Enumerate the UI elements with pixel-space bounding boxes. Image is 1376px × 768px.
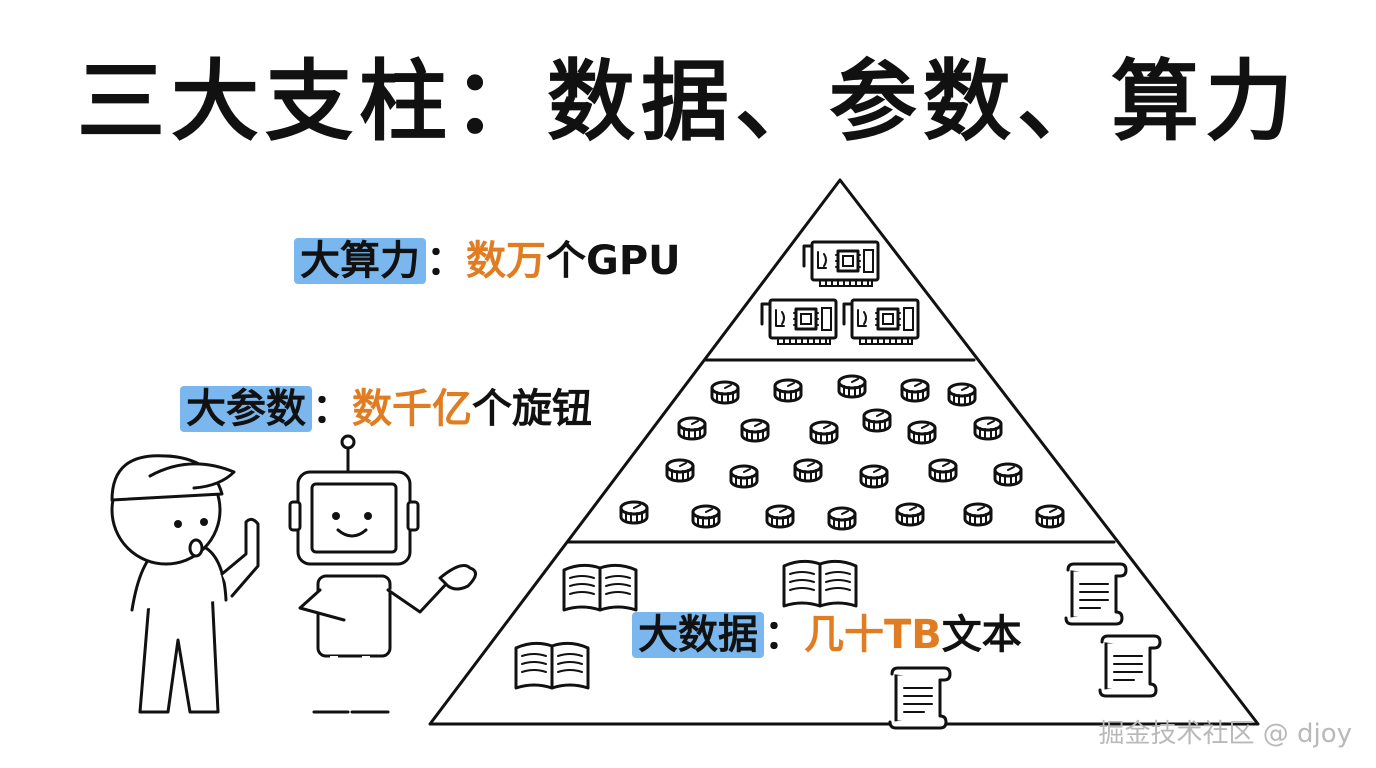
knob-icon [827, 506, 857, 531]
params-tier-label: 大参数：数千亿个旋钮 [180, 384, 592, 434]
knob-icon [665, 458, 695, 483]
knob-icon [993, 462, 1023, 487]
data-rest: 文本 [941, 612, 1022, 658]
data-colon: ： [764, 612, 804, 658]
person-icon [110, 454, 260, 714]
compute-colon: ： [426, 238, 466, 284]
knob-icon [765, 504, 795, 529]
params-highlight: 大参数 [180, 386, 312, 432]
knob-icon [809, 420, 839, 445]
open-book-icon [782, 559, 858, 608]
pyramid-outline [428, 178, 1260, 726]
knob-icon [740, 418, 770, 443]
data-tier-label: 大数据：几十TB文本 [632, 610, 1022, 660]
compute-rest: 个GPU [546, 238, 681, 284]
knob-icon [963, 502, 993, 527]
data-accent: 几十TB [804, 612, 942, 658]
gpu-card-icon [802, 240, 880, 288]
knob-icon [947, 382, 977, 407]
knob-icon [862, 408, 892, 433]
knob-icon [710, 380, 740, 405]
params-rest: 个旋钮 [472, 386, 592, 432]
scroll-icon [1064, 562, 1128, 626]
robot-icon [288, 434, 477, 714]
open-book-icon [562, 563, 638, 612]
knob-icon [677, 416, 707, 441]
knob-icon [837, 374, 867, 399]
knob-icon [619, 500, 649, 525]
knob-icon [928, 458, 958, 483]
knob-icon [773, 378, 803, 403]
knob-icon [895, 502, 925, 527]
gpu-card-icon [760, 298, 838, 346]
knob-icon [973, 416, 1003, 441]
knob-icon [907, 420, 937, 445]
knob-icon [1035, 504, 1065, 529]
gpu-card-icon [842, 298, 920, 346]
knob-icon [900, 378, 930, 403]
knob-icon [729, 464, 759, 489]
knob-icon [793, 458, 823, 483]
scroll-icon [888, 666, 952, 730]
params-colon: ： [312, 386, 352, 432]
page-title: 三大支柱：数据、参数、算力 [76, 50, 1299, 153]
data-highlight: 大数据 [632, 612, 764, 658]
params-accent: 数千亿 [352, 386, 472, 432]
scroll-icon [1098, 634, 1162, 698]
compute-tier-label: 大算力：数万个GPU [294, 236, 681, 286]
watermark: 掘金技术社区 @ djoy [1098, 719, 1352, 749]
compute-accent: 数万 [466, 238, 546, 284]
compute-highlight: 大算力 [294, 238, 426, 284]
open-book-icon [514, 641, 590, 690]
knob-icon [691, 504, 721, 529]
knob-icon [859, 464, 889, 489]
